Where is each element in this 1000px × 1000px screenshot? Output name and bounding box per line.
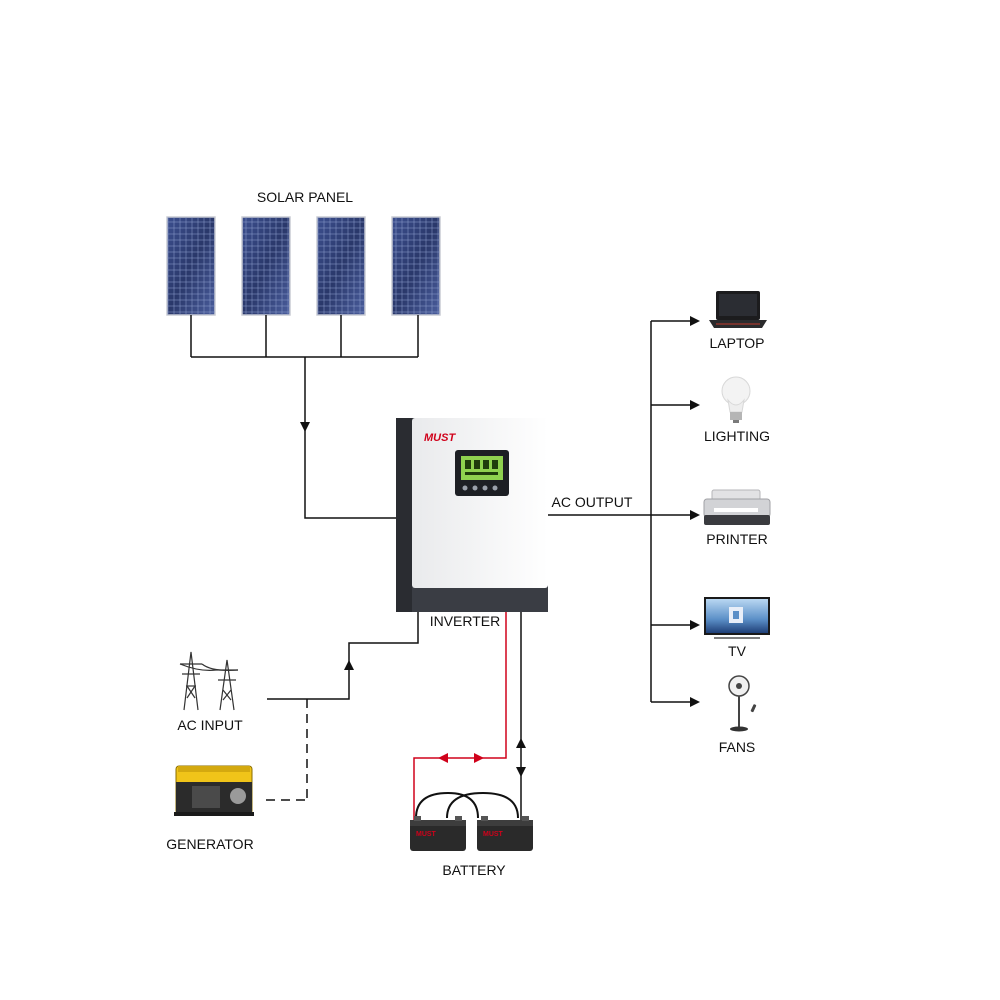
battery-label: BATTERY	[442, 862, 506, 878]
arrow-right-icon	[690, 316, 700, 326]
solar-panel-icon	[166, 216, 216, 316]
battery-icon: MUST	[410, 816, 466, 851]
arrow-right-icon	[690, 400, 700, 410]
arrow-left-icon	[438, 753, 448, 763]
solar-panel-label: SOLAR PANEL	[257, 189, 353, 205]
battery-icon: MUST	[477, 816, 533, 851]
battery-wiring	[413, 612, 522, 820]
laptop-label: LAPTOP	[710, 335, 765, 351]
battery-brand-logo: MUST	[483, 831, 504, 838]
inverter-icon: MUST	[396, 418, 548, 612]
ac-output-label: AC OUTPUT	[552, 494, 633, 510]
power-tower-icon	[179, 651, 239, 711]
arrow-down-icon	[516, 767, 526, 777]
inverter-label: INVERTER	[430, 613, 501, 629]
solar-panel-icon	[391, 216, 441, 316]
solar-panel-array	[166, 216, 441, 316]
arrow-right-icon	[690, 510, 700, 520]
arrow-right-icon	[690, 697, 700, 707]
solar-panel-icon	[241, 216, 291, 316]
ac-input-wiring	[266, 612, 419, 801]
generator-icon	[174, 765, 254, 816]
arrow-down-icon	[300, 422, 310, 432]
battery-brand-logo: MUST	[416, 831, 437, 838]
light-bulb-icon	[721, 376, 751, 423]
arrow-up-icon	[516, 738, 526, 748]
arrow-right-icon	[690, 620, 700, 630]
lighting-label: LIGHTING	[704, 428, 770, 444]
solar-wiring	[190, 315, 419, 519]
tv-icon	[704, 597, 770, 639]
laptop-icon	[709, 291, 767, 328]
solar-panel-icon	[316, 216, 366, 316]
fans-label: FANS	[719, 739, 756, 755]
fan-icon	[728, 675, 757, 732]
generator-label: GENERATOR	[166, 836, 253, 852]
tv-label: TV	[728, 643, 747, 659]
ac-output-wiring	[548, 320, 690, 703]
arrow-up-icon	[344, 660, 354, 670]
arrow-right-icon	[474, 753, 484, 763]
printer-label: PRINTER	[706, 531, 767, 547]
printer-icon	[703, 489, 771, 525]
inverter-brand-logo: MUST	[424, 432, 456, 444]
ac-input-label: AC INPUT	[177, 717, 243, 733]
